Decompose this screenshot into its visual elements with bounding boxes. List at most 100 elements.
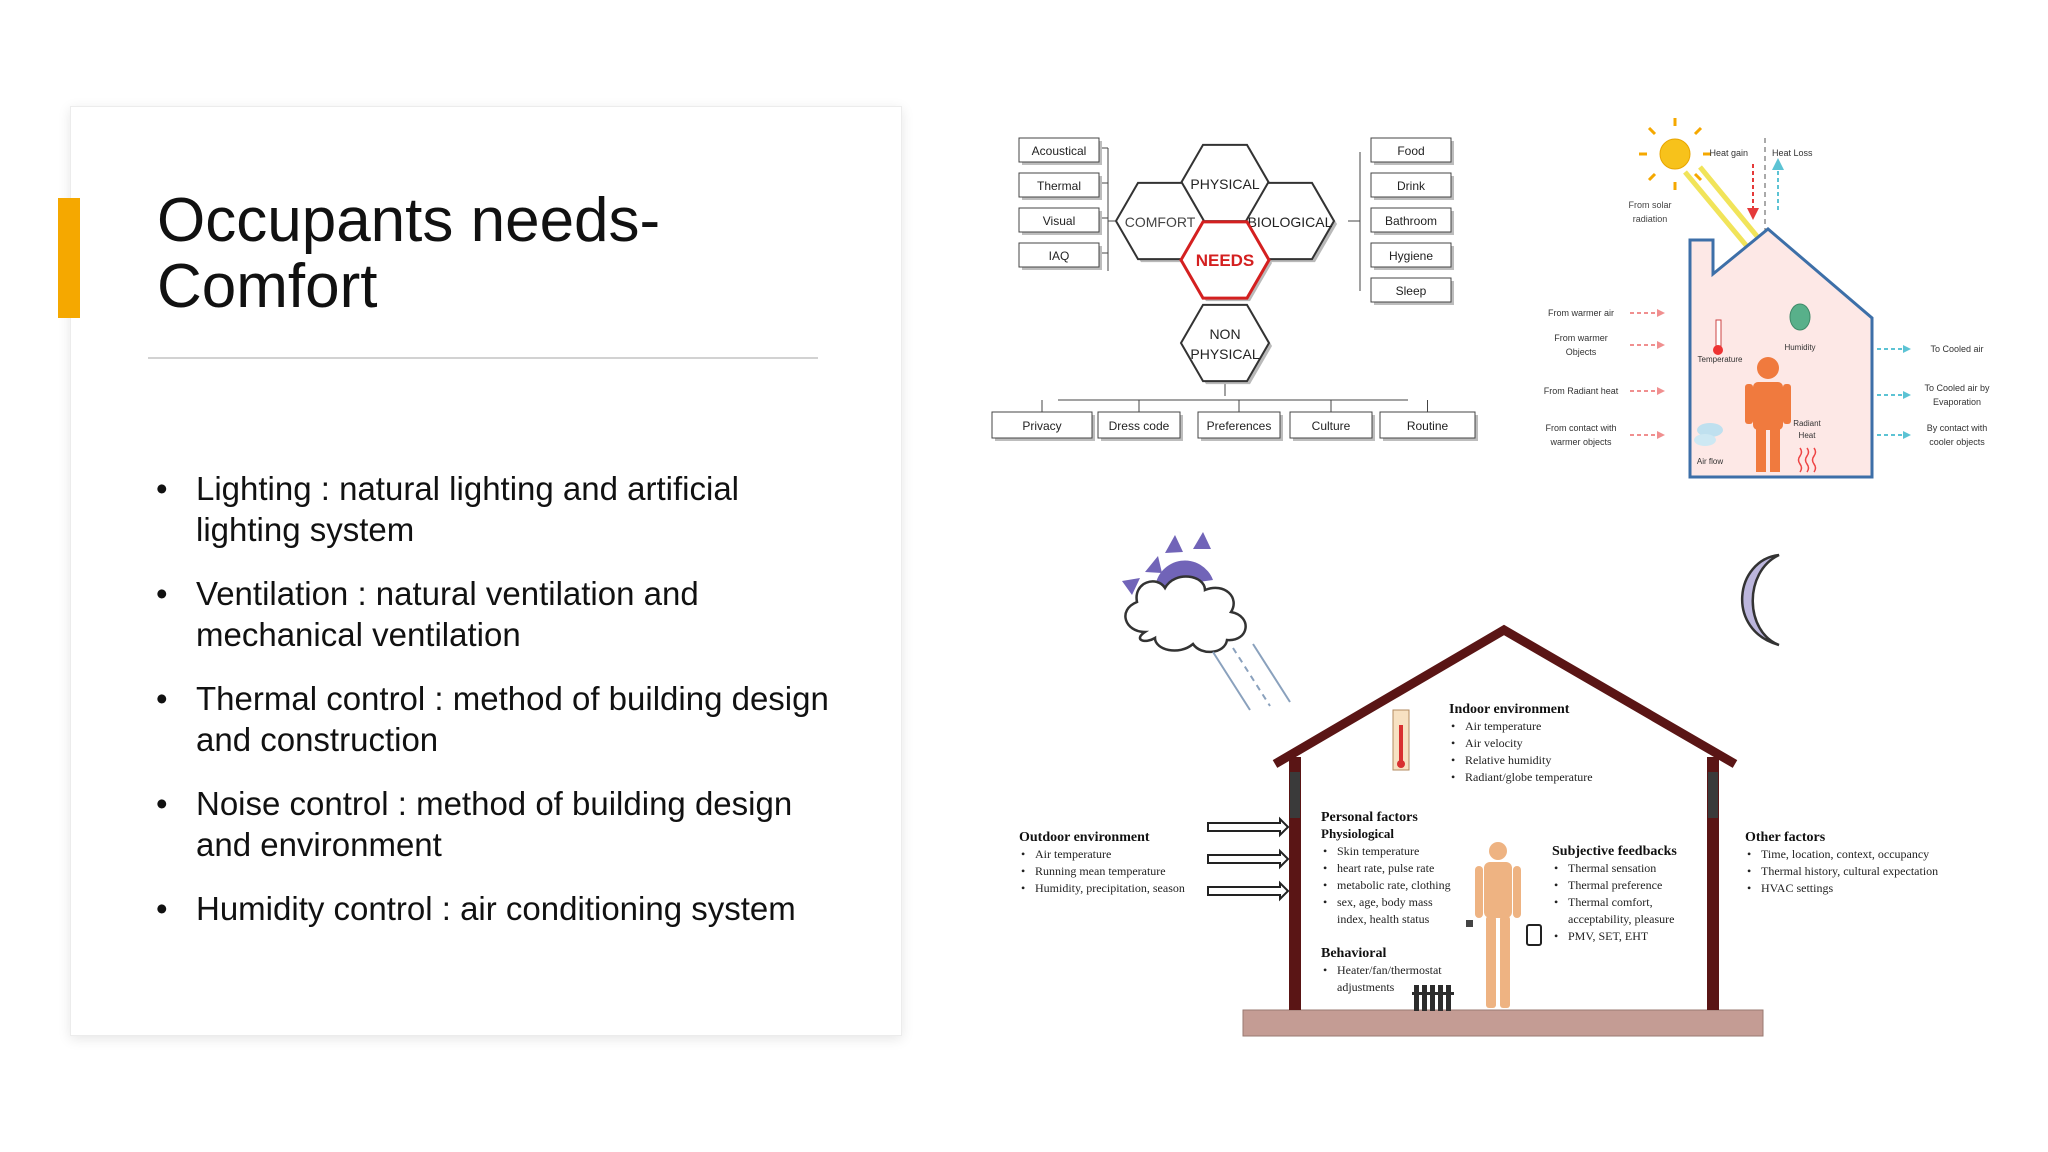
biological-item-label: Drink [1397, 179, 1426, 193]
hex-non-physical [1179, 303, 1271, 383]
subjective-feedbacks-item: Thermal preference [1568, 878, 1662, 892]
biological-item-label: Bathroom [1385, 214, 1437, 228]
bullet-text: Humidity control : air conditioning syst… [196, 890, 796, 927]
bullet-dot: • [156, 470, 168, 507]
hex-needs [1179, 220, 1271, 300]
heat-gain-source: From warmer [1554, 333, 1608, 343]
outdoor-environment-title: Outdoor environment [1019, 830, 1150, 845]
heat-gain-source: From Radiant heat [1544, 386, 1619, 396]
solar-label: From solar [1628, 200, 1671, 210]
comfort-item-label: IAQ [1049, 249, 1070, 263]
biological-item-label: Sleep [1396, 284, 1427, 298]
personal-factors-bullet: • [1323, 861, 1327, 875]
behavioral-factors-bullet: • [1323, 963, 1327, 977]
heat-gain-source: Objects [1566, 347, 1597, 357]
heat-gain-source: warmer objects [1549, 437, 1612, 447]
bullet-text: Thermal control : method of building des… [196, 680, 829, 758]
subjective-feedbacks-item: acceptability, pleasure [1568, 912, 1675, 926]
bullet-list: •Lighting : natural lighting and artific… [150, 468, 850, 952]
subjective-feedbacks-bullet: • [1554, 929, 1558, 943]
outdoor-environment-item: Air temperature [1035, 847, 1111, 861]
hex-non-physical-label: NON [1209, 326, 1240, 342]
thermometer-icon [1392, 709, 1410, 771]
bullet-item: •Ventilation : natural ventilation and m… [150, 573, 850, 655]
behavioral-factors-title: Behavioral [1321, 946, 1386, 961]
wind-arrows-icon [1207, 816, 1290, 902]
bullet-item: •Thermal control : method of building de… [150, 678, 850, 760]
heat-loss-target: By contact with [1927, 423, 1988, 433]
other-factors-title: Other factors [1745, 830, 1826, 845]
biological-item-box [1370, 137, 1452, 163]
outdoor-environment-item: Running mean temperature [1035, 864, 1166, 878]
person-icon [1475, 842, 1521, 1008]
indoor-environment-item: Relative humidity [1465, 753, 1551, 767]
bullet-dot: • [156, 785, 168, 822]
personal-factors-bullet: • [1323, 895, 1327, 909]
moon-icon [1741, 553, 1780, 647]
indoor-environment-bullet: • [1451, 719, 1455, 733]
heat-gain-arrowhead [1657, 431, 1665, 439]
other-factors-item: Time, location, context, occupancy [1761, 847, 1929, 861]
biological-item-label: Food [1397, 144, 1424, 158]
indoor-environment-bullet: • [1451, 770, 1455, 784]
comfort-item-box [1018, 172, 1100, 198]
non-physical-item-label: Routine [1407, 419, 1449, 433]
hex-biological-label: BIOLOGICAL [1248, 214, 1333, 230]
phone-icon [1526, 924, 1542, 946]
subjective-feedbacks-bullet: • [1554, 861, 1558, 875]
sun-icon [1639, 118, 1711, 190]
radiant-heat-label: Heat [1799, 431, 1817, 440]
outdoor-environment-bullet: • [1021, 864, 1025, 878]
comfort-item-label: Visual [1043, 214, 1075, 228]
personal-factors-item: Skin temperature [1337, 844, 1419, 858]
comfort-item-box [1018, 242, 1100, 268]
comfort-item-box [1018, 207, 1100, 233]
personal-factors-item: metabolic rate, clothing [1337, 878, 1451, 892]
solar-label: radiation [1633, 214, 1668, 224]
outdoor-environment-bullet: • [1021, 847, 1025, 861]
heat-loss-arrowhead [1903, 431, 1911, 439]
biological-item-box [1370, 277, 1452, 303]
other-factors-bullet: • [1747, 847, 1751, 861]
humidity-drop-icon [1789, 303, 1811, 331]
subjective-feedbacks-title: Subjective feedbacks [1552, 844, 1677, 859]
indoor-environment-item: Air velocity [1465, 736, 1523, 750]
other-factors-bullet: • [1747, 864, 1751, 878]
subjective-feedbacks-bullet: • [1554, 878, 1558, 892]
subjective-feedbacks-bullet: • [1554, 895, 1558, 909]
subjective-feedbacks-item: Thermal sensation [1568, 861, 1656, 875]
heat-loss-target: To Cooled air by [1924, 383, 1990, 393]
heat-gain-arrowhead [1657, 387, 1665, 395]
hex-non-physical-label: PHYSICAL [1190, 346, 1259, 362]
temperature-label: Temperature [1698, 355, 1743, 364]
non-physical-item-label: Preferences [1207, 419, 1272, 433]
heat-gain-source: From warmer air [1548, 308, 1614, 318]
slide-title: Occupants needs- Comfort [157, 186, 661, 321]
personal-factors-bullet: • [1323, 878, 1327, 892]
biological-item-box [1370, 172, 1452, 198]
title-accent-bar [58, 198, 80, 318]
other-factors-bullet: • [1747, 881, 1751, 895]
heat-loss-arrowhead [1903, 345, 1911, 353]
biological-item-label: Hygiene [1389, 249, 1433, 263]
hex-needs-label: NEEDS [1196, 251, 1255, 270]
other-factors-item: Thermal history, cultural expectation [1761, 864, 1938, 878]
non-physical-item-label: Dress code [1109, 419, 1170, 433]
personal-factors-title: Personal factors [1321, 810, 1418, 825]
airflow-label: Air flow [1697, 457, 1723, 466]
thermal-comfort-diagram: Indoor environment•Air temperature•Air v… [1019, 532, 1938, 1037]
personal-factors-item: index, health status [1337, 912, 1430, 926]
bullet-item: •Lighting : natural lighting and artific… [150, 468, 850, 550]
comfort-item-box [1018, 137, 1100, 163]
heat-loss-target: cooler objects [1929, 437, 1985, 447]
biological-item-box [1370, 207, 1452, 233]
personal-factors-item: heart rate, pulse rate [1337, 861, 1434, 875]
cloud-icon [1122, 532, 1247, 653]
humidity-label: Humidity [1784, 343, 1815, 352]
heat-gain-source: From contact with [1545, 423, 1616, 433]
behavioral-factors-item: Heater/fan/thermostat [1337, 963, 1442, 977]
indoor-environment-item: Radiant/globe temperature [1465, 770, 1593, 784]
